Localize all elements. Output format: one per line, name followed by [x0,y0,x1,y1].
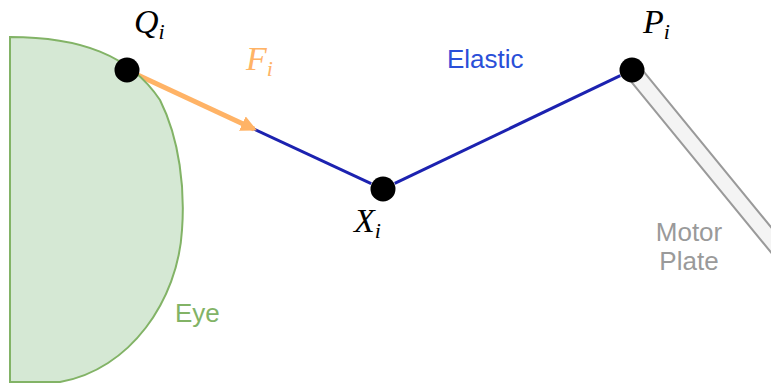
point-dot [114,57,140,83]
point-p: Pi [619,57,645,83]
point-label: Qi [134,3,165,44]
plate-label: Motor Plate [636,218,742,275]
point-dot [619,57,645,83]
eye-path [10,37,183,382]
force-label: Fi [246,40,273,81]
dot-circle [371,177,396,202]
eye-shape: Eye [10,37,182,382]
symbol-subscript: i [267,56,273,81]
symbol-letter: P [643,3,664,40]
point-label: Pi [643,3,670,44]
symbol-subscript: i [664,19,670,44]
symbol-subscript: i [159,19,165,44]
eye-outline [10,37,182,382]
dot-circle [620,58,645,83]
elastic-line [395,76,621,184]
symbol-subscript: i [375,218,381,243]
point-x: Xi [370,176,396,202]
organ-label: Eye [175,299,220,328]
point-label: Xi [354,202,381,243]
dot-circle [115,58,140,83]
symbol-letter: F [246,40,267,77]
point-dot [370,176,396,202]
symbol-letter: X [354,202,375,239]
elastic-label: Elastic [447,45,524,74]
symbol-letter: Q [134,3,159,40]
point-q: Qi [114,57,140,83]
